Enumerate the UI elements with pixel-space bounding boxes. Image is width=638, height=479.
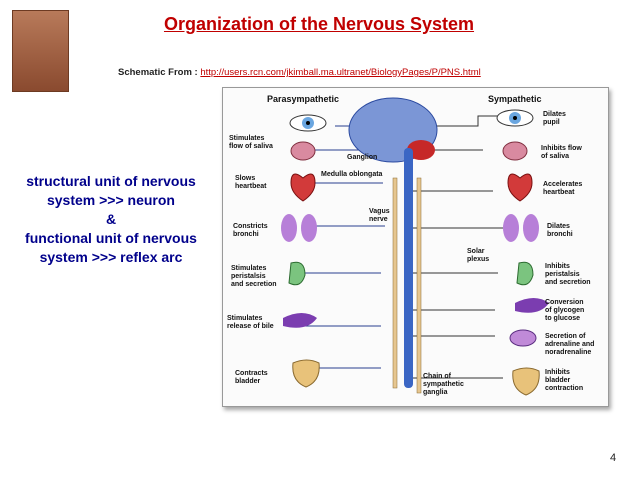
organ-stomach-right bbox=[516, 261, 534, 286]
sympathetic-chain bbox=[392, 177, 422, 394]
organ-lungs-left bbox=[281, 214, 317, 242]
source-link[interactable]: http://users.rcn.com/jkimball.ma.ultrane… bbox=[200, 67, 481, 78]
definition-line: system >>> neuron bbox=[46, 192, 175, 208]
organ-salivary-right bbox=[502, 141, 528, 161]
heading-sympathetic: Sympathetic bbox=[488, 94, 542, 104]
organ-eye-right bbox=[496, 109, 534, 127]
ganglion-label: Ganglion bbox=[347, 154, 377, 161]
page-number: 4 bbox=[610, 452, 617, 464]
subtitle-label: Schematic From : bbox=[118, 67, 201, 78]
organ-heart-right bbox=[507, 173, 533, 202]
definition-line: functional unit of nervous bbox=[25, 230, 197, 246]
organ-bladder-right bbox=[512, 367, 540, 396]
brain bbox=[348, 97, 438, 388]
organ-liver-right bbox=[515, 298, 549, 313]
organ-eye-left bbox=[289, 114, 327, 132]
definition-line: structural unit of nervous bbox=[26, 173, 196, 189]
definition-text: structural unit of nervous system >>> ne… bbox=[0, 172, 222, 267]
organ-stomach-left bbox=[288, 261, 306, 286]
organ-lungs-right bbox=[503, 214, 539, 242]
organ-salivary-left bbox=[290, 141, 316, 161]
statue-thumbnail bbox=[12, 10, 69, 92]
organ-adrenal-right bbox=[509, 329, 537, 347]
organ-bladder-left bbox=[292, 359, 320, 388]
slide-subtitle: Schematic From : http://users.rcn.com/jk… bbox=[118, 67, 481, 78]
definition-line: & bbox=[105, 211, 117, 227]
medulla-label: Medulla oblongata bbox=[321, 171, 383, 178]
left-nerves bbox=[295, 125, 385, 369]
organ-liver-left bbox=[283, 313, 317, 328]
definition-line: system >>> reflex arc bbox=[39, 249, 183, 265]
heading-parasympathetic: Parasympathetic bbox=[267, 94, 339, 104]
organ-heart-left bbox=[290, 173, 316, 202]
slide-title: Organization of the Nervous System bbox=[163, 14, 475, 34]
